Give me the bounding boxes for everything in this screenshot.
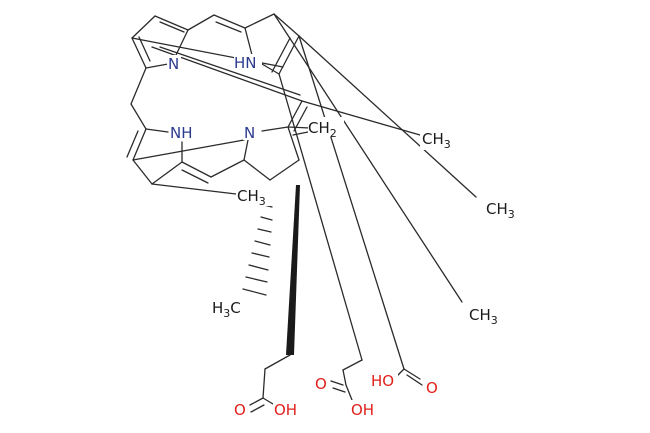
oxygen-label-acid1-carbonyl: O	[234, 401, 246, 419]
methyl-label-h3c: H3C	[212, 299, 241, 320]
bold-wedge-bond	[286, 185, 300, 355]
methyl-label-c: CH3	[469, 306, 498, 327]
bond-network	[126, 13, 477, 413]
methyl-label-ring: CH3	[237, 187, 266, 208]
ch2-label: CH2	[308, 119, 337, 140]
methyl-label-a: CH3	[422, 130, 451, 151]
hydroxyl-label-acid3: HO	[371, 372, 394, 390]
nitrogen-label-n1: N	[168, 55, 179, 73]
nitrogen-label-n4: N	[244, 124, 255, 142]
nitrogen-label-hn: HN	[234, 54, 257, 72]
oxygen-label-acid3-carbonyl: O	[426, 379, 438, 397]
atom-labels: N HN NH N CH2 CH3 CH3 CH3 CH3	[167, 54, 526, 419]
hydroxyl-label-acid2: OH	[351, 401, 374, 419]
hydroxyl-label-acid1: OH	[274, 401, 297, 419]
oxygen-label-acid2-carbonyl: O	[315, 375, 327, 393]
hashed-wedge-bond	[242, 192, 273, 296]
nitrogen-label-nh: NH	[170, 124, 193, 142]
methyl-label-b: CH3	[486, 200, 515, 221]
